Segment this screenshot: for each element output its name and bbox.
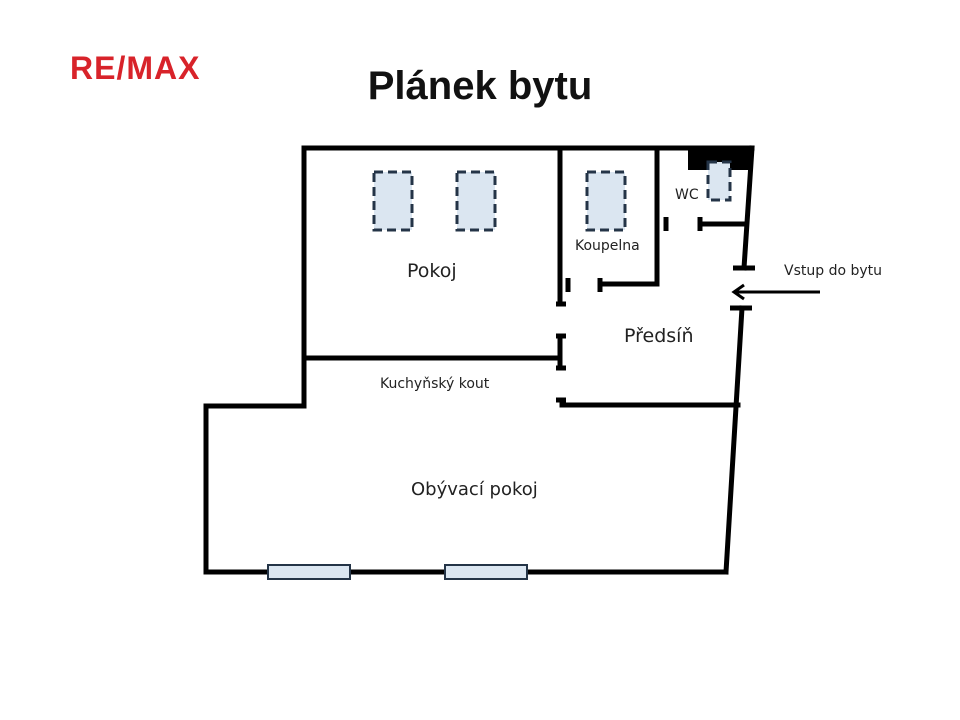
chimney-block: [688, 146, 754, 170]
door-jambs: [556, 217, 755, 403]
room-label-obyvaci-pokoj: Obývací pokoj: [411, 479, 538, 500]
bed-1: [372, 170, 414, 232]
bed-2: [455, 170, 497, 232]
room-label-wc: WC: [675, 187, 699, 203]
svg-text:RE/MAX: RE/MAX: [70, 50, 200, 86]
toilet: [706, 160, 732, 202]
fixtures: [372, 160, 732, 232]
page-title: Plánek bytu: [367, 64, 593, 108]
window-1: [267, 564, 351, 580]
wall-right-lower: [723, 305, 745, 575]
window-2: [444, 564, 528, 580]
windows: [267, 564, 528, 580]
bathtub: [585, 170, 627, 232]
room-label-pokoj: Pokoj: [407, 260, 457, 282]
remax-logo: RE/MAX: [70, 50, 200, 86]
entrance-label: Vstup do bytu: [784, 263, 883, 279]
room-label-predsin: Předsíň: [624, 325, 694, 347]
room-label-koupelna: Koupelna: [575, 238, 640, 254]
room-label-kuchynsky-kout: Kuchyňský kout: [380, 376, 490, 392]
entrance-arrow-icon: [731, 283, 820, 301]
